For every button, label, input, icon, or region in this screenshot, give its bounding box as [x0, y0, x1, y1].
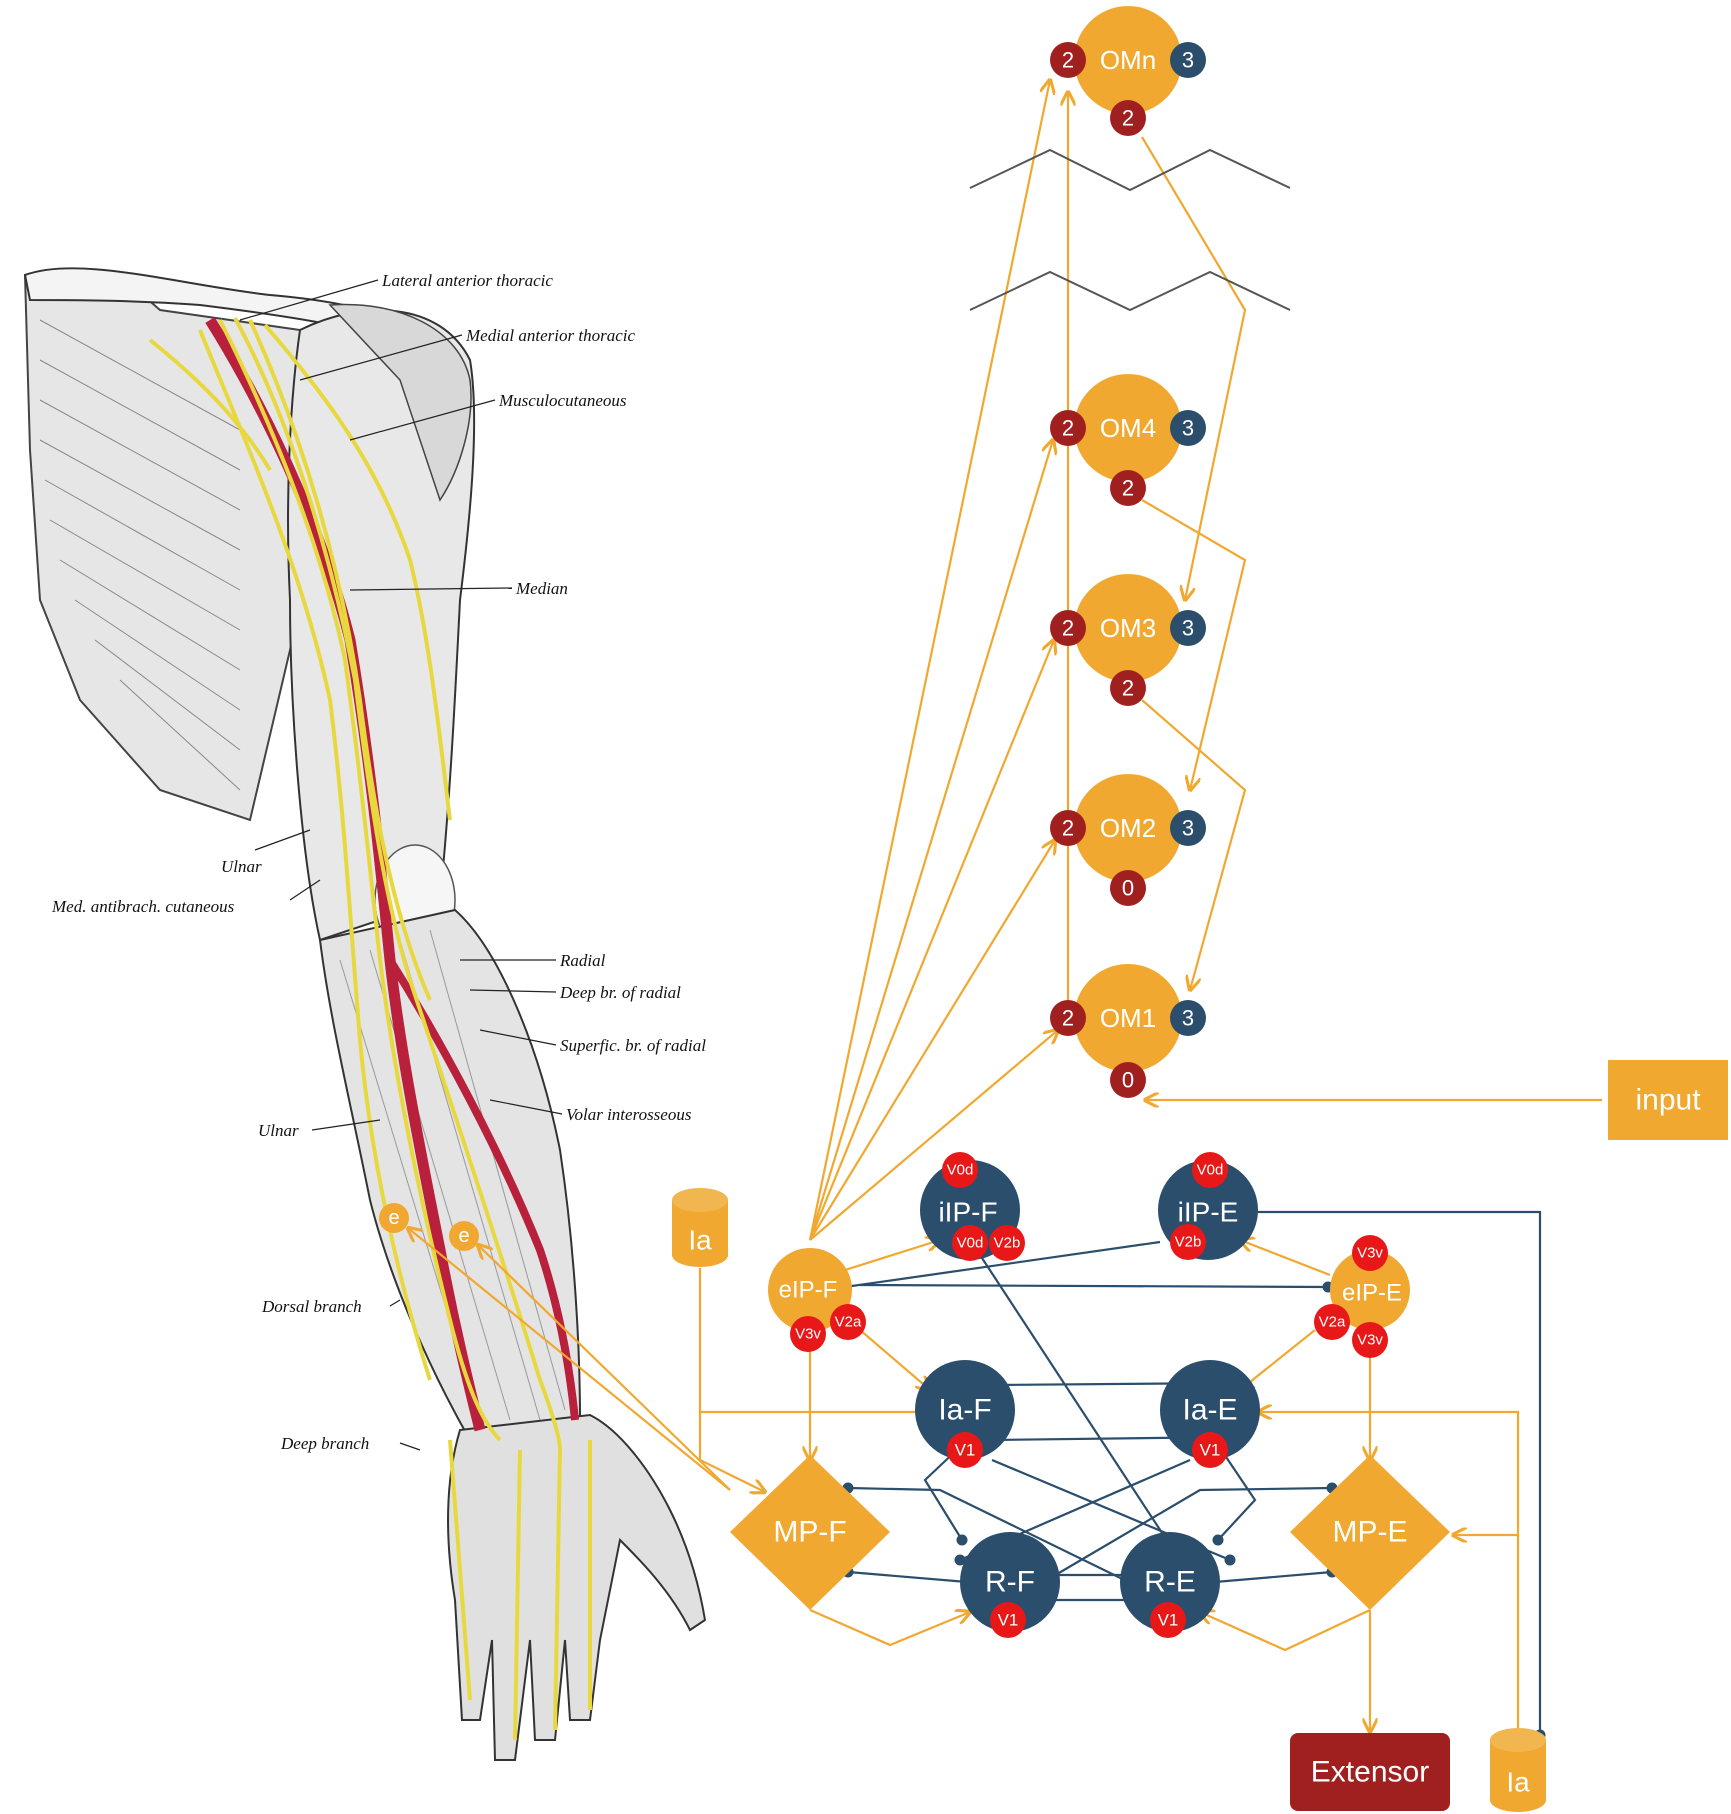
svg-text:MP-F: MP-F — [773, 1516, 846, 1549]
svg-text:V1: V1 — [998, 1611, 1019, 1630]
svg-text:MP-E: MP-E — [1333, 1516, 1408, 1549]
svg-text:V2b: V2b — [1175, 1234, 1202, 1251]
svg-text:3: 3 — [1182, 1006, 1194, 1031]
label-deep-br-radial: Deep br. of radial — [559, 983, 681, 1002]
label-medial-anterior-thoracic: Medial anterior thoracic — [465, 326, 635, 345]
svg-text:e: e — [388, 1207, 399, 1229]
om-layer-om3: OM3 2 3 2 — [1050, 574, 1206, 706]
svg-text:V3v: V3v — [1357, 1332, 1383, 1349]
om-layer-omn: OMn 2 3 2 — [1050, 6, 1206, 136]
svg-text:e: e — [458, 1225, 469, 1247]
svg-text:OM2: OM2 — [1100, 813, 1156, 843]
svg-text:2: 2 — [1062, 416, 1074, 441]
svg-text:3: 3 — [1182, 416, 1194, 441]
node-r-f: R-F V1 — [960, 1532, 1060, 1638]
svg-text:Ia-F: Ia-F — [938, 1394, 991, 1427]
svg-text:OM4: OM4 — [1100, 413, 1156, 443]
chest-striations — [39, 319, 241, 791]
label-musculocutaneous: Musculocutaneous — [498, 391, 627, 410]
svg-text:2: 2 — [1062, 616, 1074, 641]
svg-text:V3v: V3v — [1357, 1245, 1383, 1262]
svg-text:V1: V1 — [1158, 1611, 1179, 1630]
nerves — [148, 317, 592, 1741]
deltoid — [328, 303, 472, 502]
svg-text:3: 3 — [1182, 616, 1194, 641]
svg-text:0: 0 — [1122, 1068, 1134, 1093]
forearm — [318, 908, 582, 1442]
node-mp-f: MP-F — [730, 1455, 890, 1610]
node-ia-f: Ia-F V1 — [915, 1360, 1015, 1468]
node-ia-e: Ia-E V1 — [1160, 1360, 1260, 1468]
svg-text:OM3: OM3 — [1100, 613, 1156, 643]
label-med-antibrach-cutaneous: Med. antibrach. cutaneous — [51, 897, 235, 916]
svg-text:input: input — [1635, 1084, 1701, 1117]
svg-text:Ia: Ia — [688, 1225, 712, 1256]
brachial-artery — [205, 317, 486, 1432]
svg-text:V1: V1 — [955, 1441, 976, 1460]
ia-receptor-left: Ia — [672, 1188, 728, 1267]
svg-text:2: 2 — [1122, 106, 1134, 131]
om-layers: OMn 2 3 2 OM4 2 3 2 OM3 2 3 2 OM2 2 3 0 — [1050, 6, 1206, 1098]
node-iip-f: iIP-F V0d V0d V2b — [920, 1152, 1025, 1261]
svg-text:2: 2 — [1062, 1006, 1074, 1031]
node-iip-e: iIP-E V0d V2b — [1158, 1152, 1258, 1260]
svg-text:OM1: OM1 — [1100, 1003, 1156, 1033]
svg-text:R-F: R-F — [985, 1566, 1035, 1599]
inhibitory-connections — [839, 1210, 1546, 1741]
svg-text:V0d: V0d — [1197, 1162, 1224, 1179]
label-radial: Radial — [559, 951, 606, 970]
label-superfic-br-radial: Superfic. br. of radial — [560, 1036, 706, 1055]
svg-text:Ia: Ia — [1506, 1767, 1530, 1798]
svg-text:R-E: R-E — [1144, 1566, 1196, 1599]
svg-text:2: 2 — [1122, 476, 1134, 501]
svg-text:V2b: V2b — [994, 1235, 1021, 1252]
orange-connections — [408, 80, 1602, 1738]
svg-text:0: 0 — [1122, 876, 1134, 901]
svg-text:Extensor: Extensor — [1311, 1756, 1429, 1789]
svg-text:Ia-E: Ia-E — [1182, 1394, 1237, 1427]
label-median: Median — [515, 579, 568, 598]
forearm-striations — [339, 929, 566, 1421]
extensor-box: Extensor — [1290, 1733, 1450, 1811]
svg-text:eIP-E: eIP-E — [1342, 1280, 1402, 1307]
node-eip-e: eIP-E V3v V2a V3v — [1314, 1235, 1410, 1358]
svg-text:V3v: V3v — [795, 1326, 821, 1343]
svg-text:3: 3 — [1182, 48, 1194, 73]
svg-text:2: 2 — [1062, 816, 1074, 841]
om-layer-om4: OM4 2 3 2 — [1050, 374, 1206, 506]
label-deep-branch: Deep branch — [280, 1434, 369, 1453]
label-ulnar-upper: Ulnar — [221, 857, 262, 876]
svg-text:2: 2 — [1062, 48, 1074, 73]
svg-text:V2a: V2a — [1319, 1314, 1346, 1331]
svg-text:V2a: V2a — [835, 1314, 862, 1331]
label-volar-interosseous: Volar interosseous — [566, 1105, 692, 1124]
node-r-e: R-E V1 — [1120, 1532, 1220, 1638]
svg-text:iIP-E: iIP-E — [1178, 1197, 1239, 1228]
svg-text:3: 3 — [1182, 816, 1194, 841]
om-layer-om2: OM2 2 3 0 — [1050, 774, 1206, 906]
label-lateral-anterior-thoracic: Lateral anterior thoracic — [381, 271, 553, 290]
svg-text:2: 2 — [1122, 676, 1134, 701]
svg-text:OMn: OMn — [1100, 45, 1156, 75]
label-ulnar-lower: Ulnar — [258, 1121, 299, 1140]
svg-text:V1: V1 — [1200, 1441, 1221, 1460]
electrode-2: e — [449, 1221, 479, 1251]
layer-break-lines — [969, 148, 1291, 312]
svg-text:V0d: V0d — [947, 1162, 974, 1179]
label-leaders — [239, 279, 563, 1451]
om-layer-om1: OM1 2 3 0 — [1050, 964, 1206, 1098]
arm-anatomy-illustration: Lateral anterior thoracic Medial anterio… — [23, 267, 707, 1761]
electrode-1: e — [379, 1203, 409, 1233]
label-dorsal-branch: Dorsal branch — [261, 1297, 362, 1316]
hand — [447, 1413, 707, 1761]
input-box: input — [1608, 1060, 1728, 1140]
node-eip-f: eIP-F V2a V3v — [768, 1248, 866, 1352]
ia-receptor-right: Ia — [1490, 1728, 1546, 1812]
svg-text:iIP-F: iIP-F — [938, 1197, 997, 1228]
svg-text:V0d: V0d — [957, 1235, 984, 1252]
radial-artery — [386, 957, 579, 1421]
svg-text:eIP-F: eIP-F — [779, 1277, 838, 1304]
node-mp-e: MP-E — [1290, 1455, 1450, 1610]
